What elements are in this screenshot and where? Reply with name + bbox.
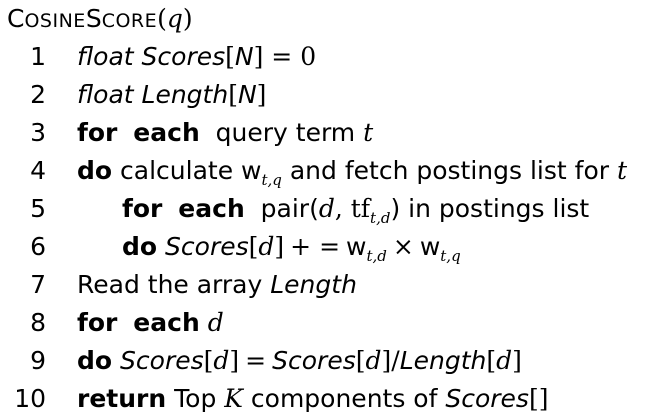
for-keyword: for: [77, 118, 118, 147]
line-number: 7: [30, 270, 46, 299]
array-name: Length: [399, 346, 487, 375]
array-name: Scores: [141, 42, 226, 71]
term-frequency: , tf: [334, 194, 371, 223]
line-number: 8: [30, 308, 46, 337]
bracket: ]: [256, 80, 267, 109]
each-keyword: each: [133, 308, 200, 337]
type-keyword: float: [77, 42, 134, 71]
do-keyword: do: [77, 156, 113, 185]
line-content: for each pair(d, tft,d) in postings list: [122, 190, 589, 228]
statement-text: calculate: [120, 156, 234, 185]
statement-text: Read the array: [77, 270, 263, 299]
statement-text: and fetch postings list for: [289, 156, 610, 185]
weight-subscript: t,q: [261, 171, 282, 189]
title-letter: C: [7, 4, 25, 33]
variable: d: [207, 308, 224, 337]
array-name: Scores: [445, 384, 529, 413]
times-operator: ×: [392, 232, 414, 261]
variable: d: [496, 346, 513, 375]
bracket: []: [528, 384, 549, 413]
weight-subscript: t,d: [366, 247, 387, 265]
statement-text: components of: [250, 384, 438, 413]
title-smallcaps: OSINE: [24, 10, 86, 32]
line-number: 3: [30, 118, 46, 147]
variable: t: [616, 156, 628, 185]
line-number: 2: [30, 80, 46, 109]
bracket: [: [228, 80, 238, 109]
title-letter: S: [85, 4, 102, 33]
statement-text: ) in postings list: [390, 194, 590, 223]
line-content: float Scores[N] = 0: [77, 38, 316, 76]
line-content: Read the array Length: [77, 266, 357, 304]
plus-equals-operator: + =: [290, 232, 341, 261]
line-content: do Scores[d]=Scores[d]/Length[d]: [77, 346, 522, 375]
weight-symbol: w: [346, 232, 367, 261]
statement-text: pair(: [260, 194, 319, 223]
do-keyword: do: [122, 232, 158, 261]
array-name: Length: [270, 270, 357, 299]
weight-symbol: w: [241, 156, 262, 185]
weight-subscript: t,q: [440, 247, 461, 265]
line-number: 1: [30, 42, 46, 71]
line-content: float Length[N]: [77, 76, 266, 114]
array-size: N: [234, 42, 254, 71]
return-keyword: return: [77, 384, 167, 413]
each-keyword: each: [133, 118, 200, 147]
variable: d: [213, 346, 230, 375]
equals-operator: =: [245, 346, 267, 375]
title-paren-open: (: [157, 4, 167, 33]
for-keyword: for: [77, 308, 118, 337]
line-content: for each query term t: [77, 114, 373, 152]
variable: t: [363, 118, 374, 147]
for-keyword: for: [122, 194, 163, 223]
line-number: 9: [30, 346, 46, 375]
variable: K: [224, 384, 243, 413]
algorithm-title: COSINESCORE(q): [7, 0, 193, 38]
line-content: do calculate wt,q and fetch postings lis…: [77, 152, 627, 190]
type-keyword: float: [77, 80, 134, 109]
bracket: [: [225, 42, 235, 71]
divide-operator: /: [391, 346, 400, 375]
line-content: return Top K components of Scores[]: [77, 380, 548, 418]
array-name: Scores: [165, 232, 249, 261]
array-name: Scores: [272, 346, 356, 375]
array-size: N: [237, 80, 257, 109]
loop-text: query term: [215, 118, 356, 147]
title-argument: q: [166, 4, 183, 33]
tf-subscript: t,d: [370, 209, 391, 227]
variable: d: [258, 232, 275, 261]
line-number: 4: [30, 156, 46, 185]
line-number: 10: [14, 384, 46, 413]
assignment: ] = 0: [253, 42, 317, 71]
variable: d: [365, 346, 382, 375]
line-content: for each d: [77, 304, 224, 342]
title-smallcaps: CORE: [101, 10, 158, 32]
array-name: Scores: [120, 346, 204, 375]
variable: d: [318, 194, 335, 223]
statement-text: Top: [174, 384, 217, 413]
line-number: 5: [30, 194, 46, 223]
title-paren-close: ): [182, 4, 193, 33]
do-keyword: do: [77, 346, 113, 375]
line-content: do Scores[d]+ =wt,d×wt,q: [122, 232, 461, 265]
weight-symbol: w: [419, 232, 441, 261]
each-keyword: each: [178, 194, 245, 223]
array-name: Length: [141, 80, 229, 109]
line-number: 6: [30, 232, 46, 261]
